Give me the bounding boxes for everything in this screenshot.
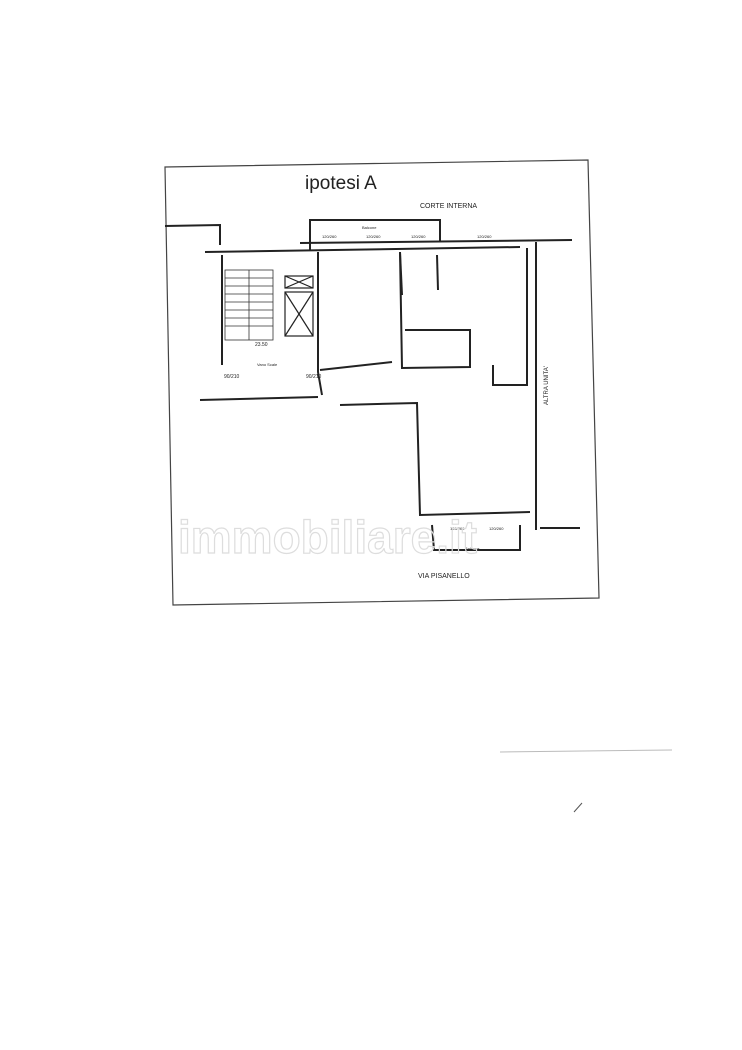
plan-title: ipotesi A bbox=[305, 173, 377, 194]
window-label: 120/260 bbox=[411, 234, 426, 239]
window-label: 120/260 bbox=[366, 234, 381, 239]
neighbor-label: ALTRA UNITA' bbox=[544, 366, 550, 405]
scan-mark bbox=[573, 802, 583, 813]
courtyard-label: CORTE INTERNA bbox=[420, 203, 477, 210]
elevator-shaft bbox=[284, 275, 314, 337]
elevation-label: 23.50 bbox=[255, 342, 268, 348]
balcony-bottom-label: Balcone bbox=[465, 546, 480, 551]
stairwell-label: Vano Scale bbox=[257, 362, 278, 367]
scan-mark bbox=[499, 749, 673, 753]
watermark: immobiliare.it bbox=[178, 511, 477, 563]
staircase bbox=[224, 269, 274, 341]
window-label: 120/260 bbox=[477, 234, 492, 239]
window-label: 120/260 bbox=[489, 526, 504, 531]
door-left-label: 90/210 bbox=[224, 374, 240, 380]
drawing-frame bbox=[164, 159, 600, 606]
window-label: 120/260 bbox=[322, 234, 337, 239]
balcony-top-label: Balcone bbox=[362, 225, 377, 230]
street-label: VIA PISANELLO bbox=[418, 573, 470, 580]
door-right-label: 90/210 bbox=[306, 374, 322, 380]
window-label: 120/260 bbox=[450, 526, 465, 531]
walls bbox=[164, 219, 580, 551]
